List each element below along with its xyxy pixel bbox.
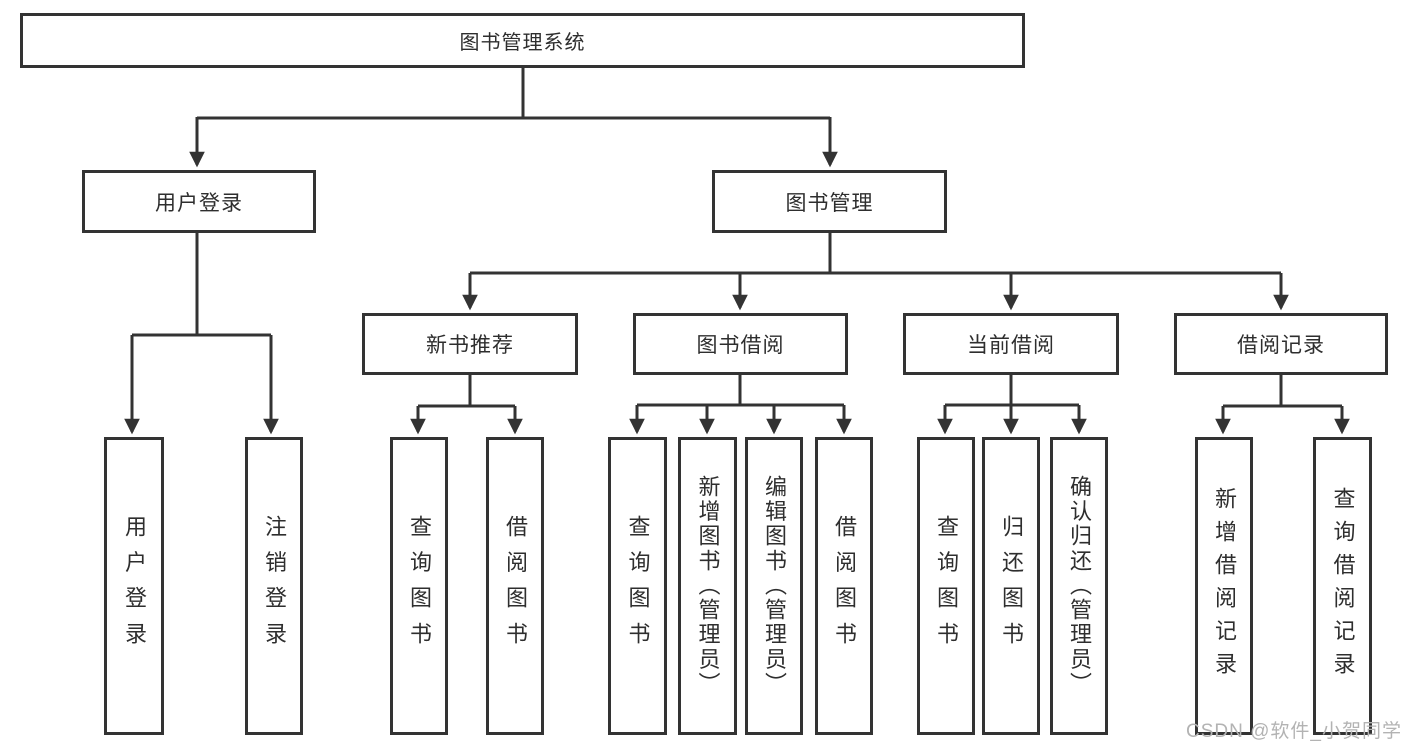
node-label: 借阅记录 xyxy=(1237,334,1325,357)
leaf-confirm-return-admin: 确认归还（管理员） xyxy=(1050,437,1108,735)
leaf-label: 用户登录 xyxy=(122,514,147,658)
leaf-label: 借阅图书 xyxy=(832,514,857,658)
node-label: 用户登录 xyxy=(155,191,243,215)
leaf-user-login: 用户登录 xyxy=(104,437,164,735)
leaf-borrow-books: 借阅图书 xyxy=(815,437,873,735)
node-current-borrow: 当前借阅 xyxy=(903,313,1119,375)
node-root: 图书管理系统 xyxy=(20,13,1025,68)
leaf-label: 查询图书 xyxy=(407,514,432,658)
leaf-label: 新增借阅记录 xyxy=(1212,487,1237,685)
leaf-edit-books-admin: 编辑图书（管理员） xyxy=(745,437,803,735)
leaf-label: 借阅图书 xyxy=(503,514,528,658)
node-label: 新书推荐 xyxy=(426,334,514,357)
leaf-query-books-borrow: 查询图书 xyxy=(608,437,667,735)
leaf-label: 查询图书 xyxy=(934,514,959,658)
node-label: 图书管理 xyxy=(785,191,874,215)
watermark: CSDN @软件_小贺同学 xyxy=(1186,721,1402,742)
leaf-return-books: 归还图书 xyxy=(982,437,1040,735)
connector-arrows xyxy=(124,117,1350,435)
leaf-label: 编辑图书（管理员） xyxy=(762,475,787,697)
leaf-label: 查询借阅记录 xyxy=(1330,487,1356,685)
node-label: 图书借阅 xyxy=(696,334,785,357)
leaf-label: 新增图书（管理员） xyxy=(695,475,721,697)
leaf-label: 注销登录 xyxy=(262,514,287,658)
node-book-borrow: 图书借阅 xyxy=(633,313,848,375)
leaf-borrow-books-recommend: 借阅图书 xyxy=(486,437,544,735)
leaf-label: 确认归还（管理员） xyxy=(1067,475,1092,697)
leaf-label: 归还图书 xyxy=(999,514,1024,658)
node-book-management: 图书管理 xyxy=(712,170,947,233)
node-label: 当前借阅 xyxy=(967,334,1055,357)
leaf-query-books-recommend: 查询图书 xyxy=(390,437,448,735)
node-label: 图书管理系统 xyxy=(459,32,586,54)
node-borrow-records: 借阅记录 xyxy=(1174,313,1388,375)
leaf-label: 查询图书 xyxy=(625,514,651,658)
leaf-logout: 注销登录 xyxy=(245,437,303,735)
leaf-query-books-current: 查询图书 xyxy=(917,437,975,735)
leaf-add-borrow-record: 新增借阅记录 xyxy=(1195,437,1253,735)
leaf-query-borrow-record: 查询借阅记录 xyxy=(1313,437,1372,735)
connector-trunks xyxy=(132,68,1342,408)
node-user-login: 用户登录 xyxy=(82,170,316,233)
node-new-book-recommend: 新书推荐 xyxy=(362,313,578,375)
leaf-add-books-admin: 新增图书（管理员） xyxy=(678,437,737,735)
